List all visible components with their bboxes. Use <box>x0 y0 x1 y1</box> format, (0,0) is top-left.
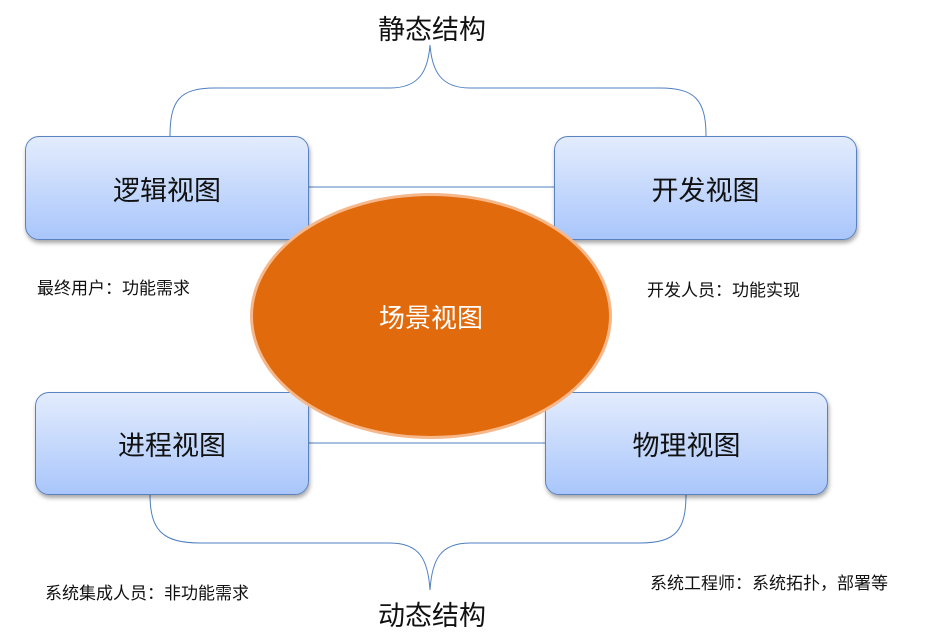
physical-view-caption: 系统工程师：系统拓扑，部署等 <box>650 574 888 594</box>
logical-view-caption: 最终用户：功能需求 <box>37 279 190 299</box>
static-structure-title: 静态结构 <box>378 15 486 46</box>
physical-view-box: 物理视图 <box>545 392 828 495</box>
scenario-view-ellipse: 场景视图 <box>250 193 612 439</box>
brace-static <box>169 44 707 137</box>
process-view-box: 进程视图 <box>35 392 309 495</box>
brace-dynamic <box>149 493 687 591</box>
logical-view-box: 逻辑视图 <box>25 136 309 240</box>
process-view-caption: 系统集成人员：非功能需求 <box>45 584 249 604</box>
development-view-caption: 开发人员：功能实现 <box>647 281 800 301</box>
dynamic-structure-title: 动态结构 <box>378 601 486 632</box>
development-view-box: 开发视图 <box>554 136 857 240</box>
